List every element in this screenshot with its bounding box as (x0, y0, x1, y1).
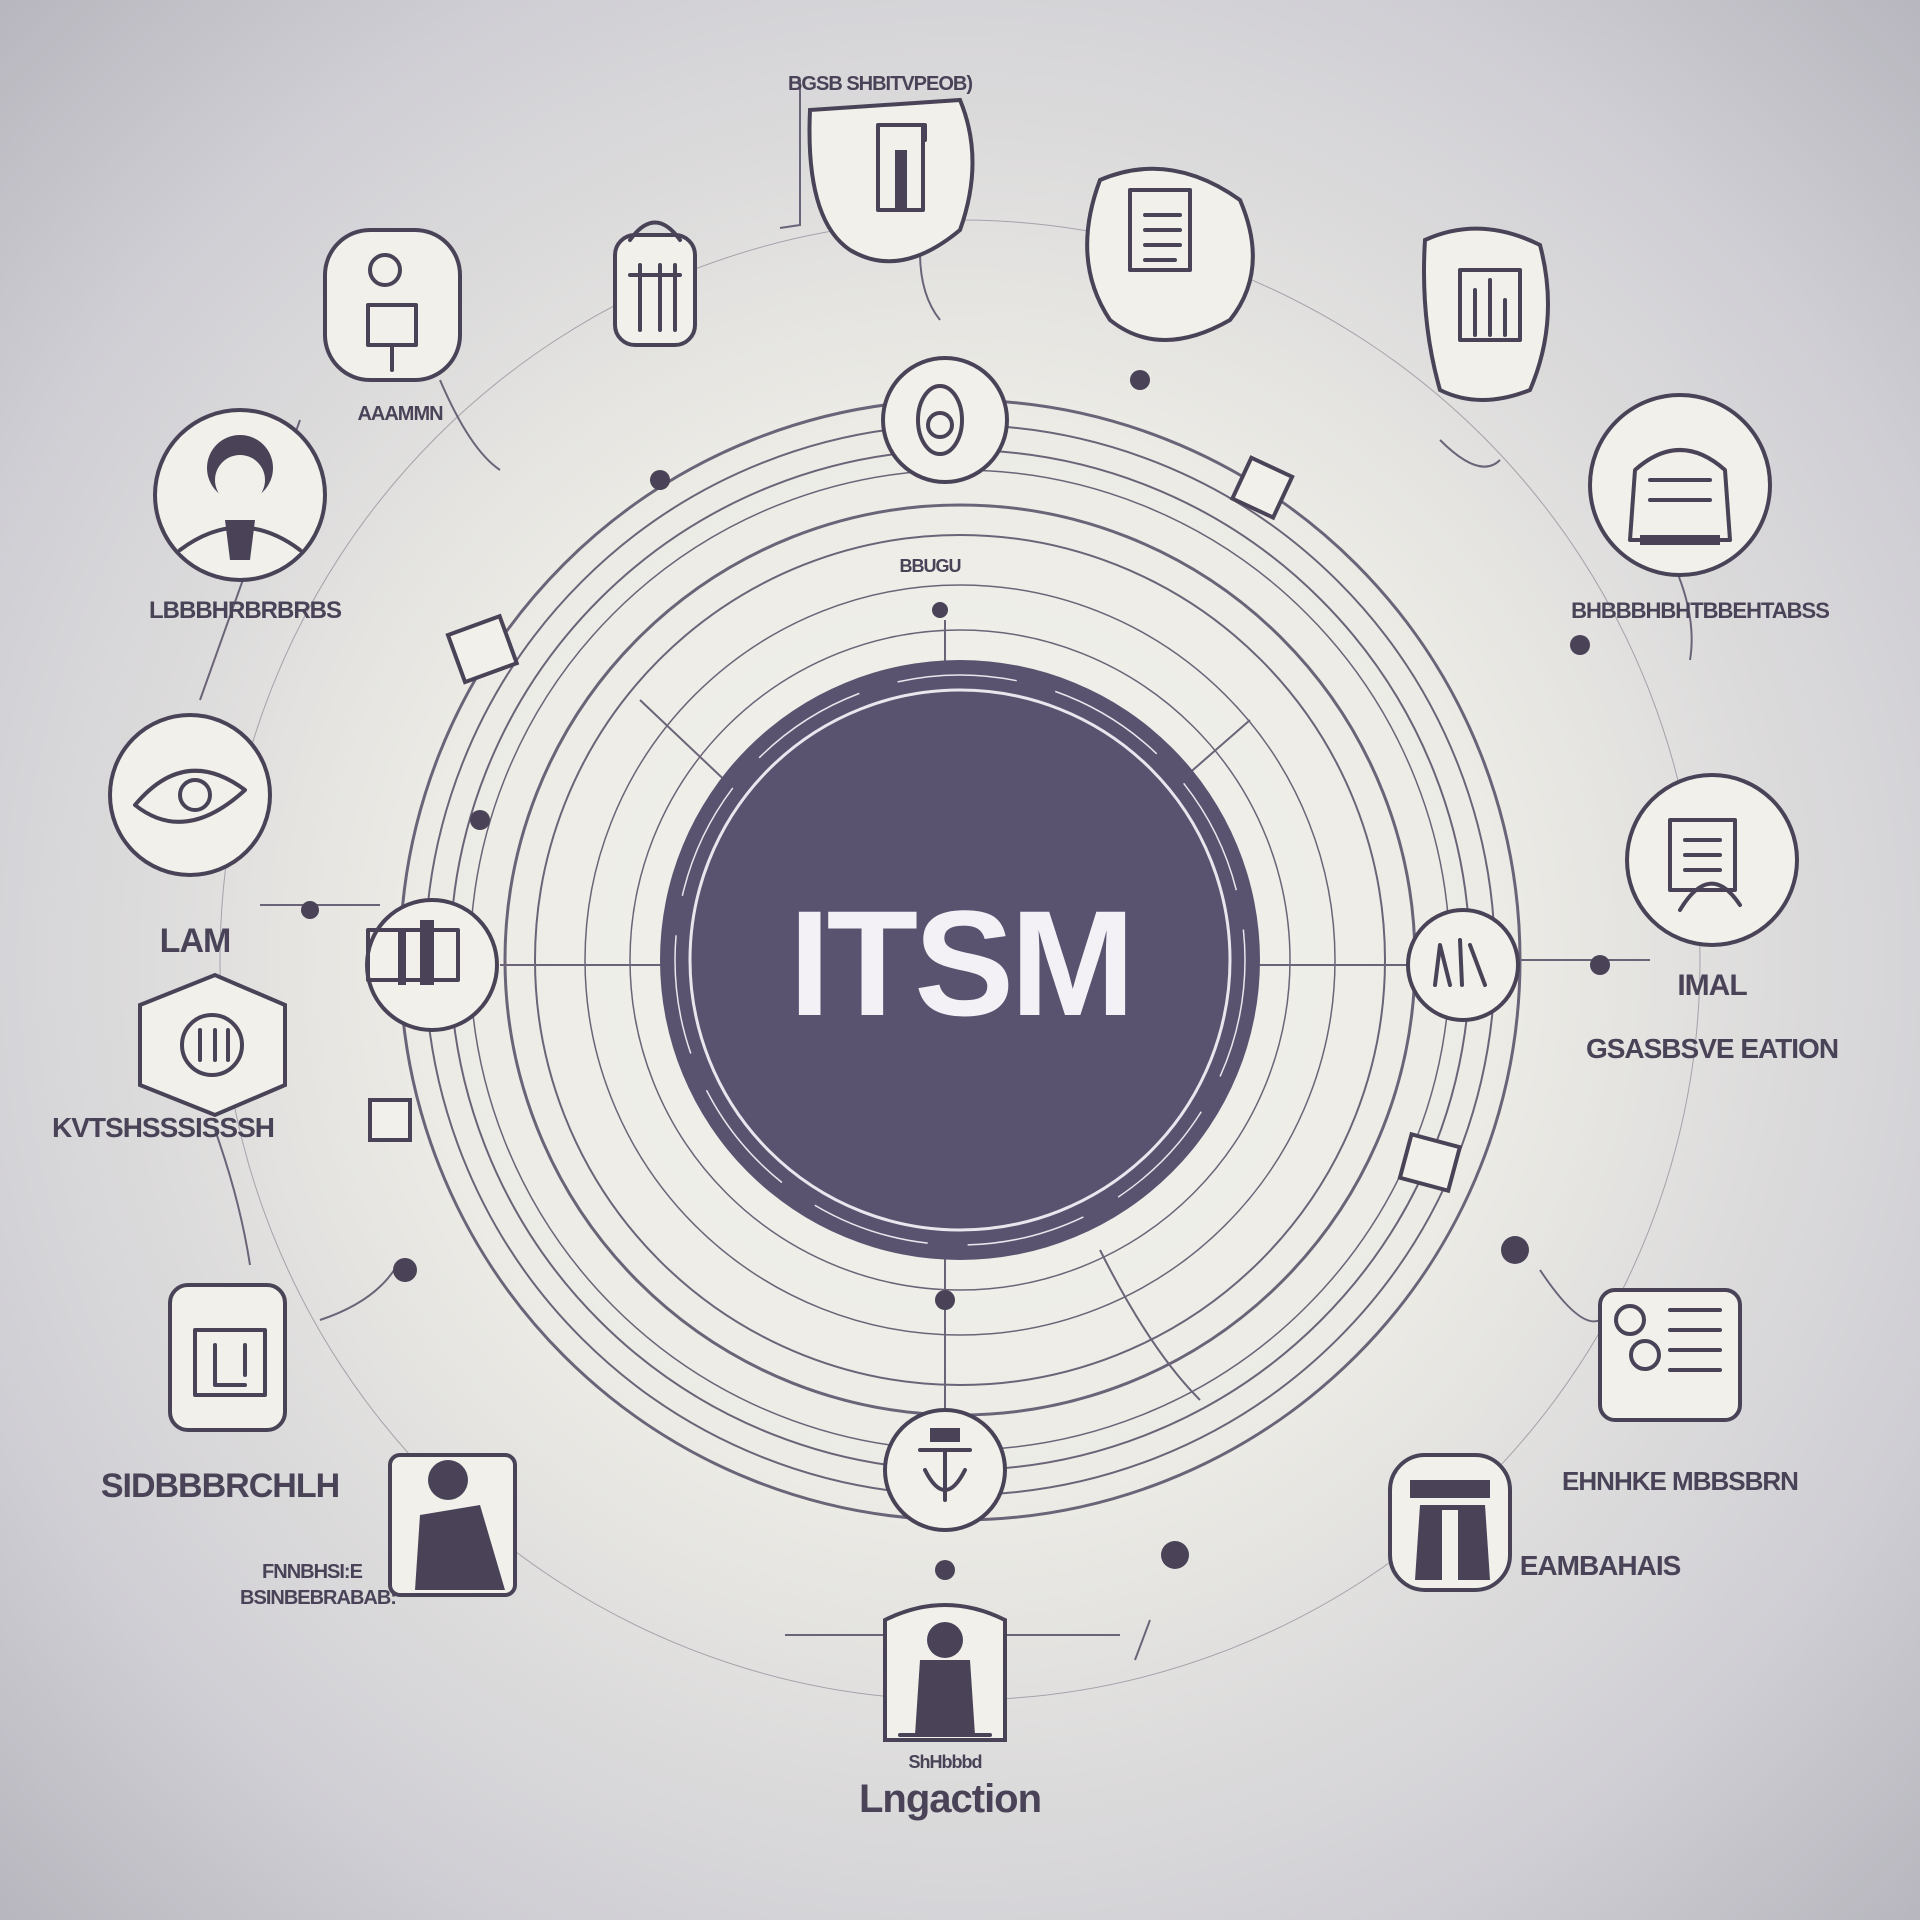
label-bottom: Lngaction (859, 1777, 1041, 1821)
node-left-shield[interactable] (138, 972, 287, 1118)
node-bottom-left-doc[interactable] (168, 1283, 287, 1432)
label-right-lower: GSASBSVE EATION (1586, 1033, 1838, 1064)
label-right-mid: IMAL (1677, 969, 1747, 1002)
node-top-left-robot[interactable] (323, 228, 462, 382)
label-bottom-right: EHNHKE MBBSBRN (1562, 1466, 1798, 1496)
node-top-right-doc[interactable] (1085, 166, 1255, 342)
label-inner-top: BBUGU (900, 556, 961, 576)
center-hub: ITSM (660, 660, 1260, 1260)
node-top[interactable] (807, 97, 975, 264)
label-left-lower: KVTSHSSSISSSH (52, 1112, 274, 1143)
node-bottom-right-person[interactable] (1388, 1453, 1512, 1592)
node-right-doc-list[interactable] (1598, 1288, 1742, 1422)
label-top: BGSB SHBITVPEOB) (788, 73, 972, 95)
node-bottom-left-person[interactable] (388, 1453, 517, 1597)
node-left-person[interactable] (153, 408, 327, 582)
node-bottom-ring[interactable] (883, 1408, 1007, 1532)
node-right-dome[interactable] (1588, 393, 1772, 577)
label-bottom-small: ShHbbbd (909, 1752, 982, 1772)
label-left-mid: LAM (160, 922, 231, 960)
label-bottom-left: SIDBBBRCHLH (101, 1467, 339, 1505)
center-label: ITSM (789, 879, 1131, 1047)
labels: BGSB SHBITVPEOB) AAAMMN LBBBHRBRBRBS LAM… (52, 73, 1839, 1821)
label-bottom-left-small-2: BSINBEBRABAB: (240, 1587, 396, 1609)
label-left-upper: LBBBHRBRBRBS (149, 597, 342, 624)
node-top-ring[interactable] (881, 356, 1009, 484)
node-top-left-lock[interactable] (613, 220, 697, 347)
label-top-left: AAAMMN (357, 403, 443, 425)
node-bottom-person[interactable] (883, 1603, 1007, 1742)
label-right-upper: BHBBBHBHTBBEHTABSS (1571, 598, 1829, 623)
node-top-right-bars[interactable] (1422, 226, 1550, 402)
label-bottom-right-small: EAMBAHAIS (1520, 1550, 1681, 1581)
hub-connector-dots (301, 370, 1610, 1580)
node-right-ring[interactable] (1406, 908, 1520, 1022)
node-left-eye[interactable] (108, 713, 272, 877)
ring-markers (368, 455, 1463, 1194)
label-bottom-left-small-1: FNNBHSI:E (262, 1561, 363, 1583)
node-left-ring[interactable] (365, 898, 499, 1032)
node-right-doc[interactable] (1625, 773, 1799, 947)
